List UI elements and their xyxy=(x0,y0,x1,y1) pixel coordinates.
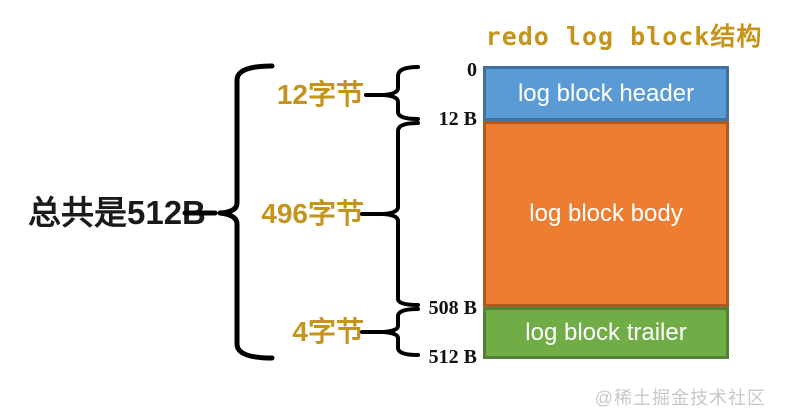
size-label-body: 496字节 xyxy=(261,198,364,229)
total-size-label: 总共是512B xyxy=(28,194,206,231)
watermark: @稀土掘金技术社区 xyxy=(594,388,766,408)
size-label-header: 12字节 xyxy=(276,79,364,110)
tick-512b: 512 B xyxy=(428,346,477,368)
tick-12b: 12 B xyxy=(438,108,477,130)
tick-508b: 508 B xyxy=(428,297,477,319)
segment-label-trailer: log block trailer xyxy=(525,319,687,346)
redo-log-block: log block header log block body log bloc… xyxy=(483,66,729,359)
size-label-trailer: 4字节 xyxy=(292,316,364,347)
tick-0: 0 xyxy=(467,59,477,81)
segment-label-body: log block body xyxy=(529,200,683,227)
segment-log-block-trailer: log block trailer xyxy=(483,307,729,359)
segment-log-block-header: log block header xyxy=(483,66,729,121)
body-brace xyxy=(381,121,420,307)
diagram-title: redo log block结构 xyxy=(485,22,763,51)
segment-log-block-body: log block body xyxy=(483,121,729,307)
segment-label-header: log block header xyxy=(517,79,695,107)
